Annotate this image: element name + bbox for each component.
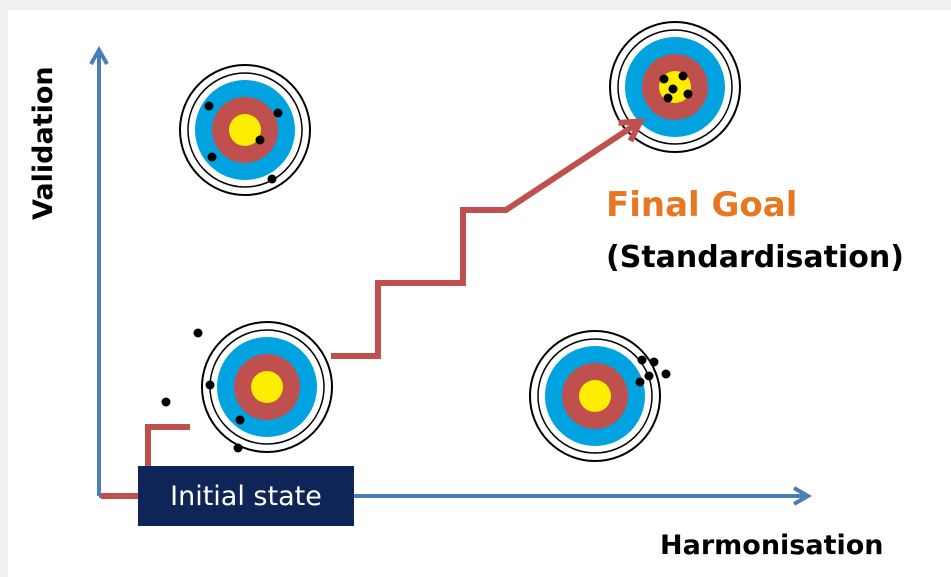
shot [683,89,693,99]
shot [207,152,217,162]
shot [235,415,245,425]
goal-subtitle: (Standardisation) [606,240,904,275]
initial-state-text: Initial state [170,480,322,512]
shot [193,328,203,338]
shot [267,174,277,184]
shot [161,397,171,407]
target-high-harmonisation-low-validation [529,330,671,462]
shot [649,357,659,367]
shot [678,71,688,81]
target-bullseye [579,380,611,412]
shot [637,355,647,365]
target-bullseye [229,114,261,146]
diagram-canvas: Validation Harmonisation Final Goal (Sta… [8,10,951,577]
progress-staircase-arrow [101,123,638,499]
shot [661,369,671,379]
target-high-harmonisation-high-validation [609,21,741,153]
shot [205,380,215,390]
shot [255,135,265,145]
y-axis-label: Validation [28,66,59,220]
goal-title: Final Goal [606,185,798,225]
shot [659,74,669,84]
target-bullseye [251,371,283,403]
shot [233,443,243,453]
shot [635,377,645,387]
target-low-harmonisation-low-validation [161,321,333,453]
initial-state-label: Initial state [138,466,354,526]
shot [644,371,654,381]
shot [204,101,214,111]
shot [668,84,678,94]
target-low-harmonisation-high-validation [179,64,311,196]
diagram-svg [89,21,813,506]
x-axis-label: Harmonisation [660,530,884,561]
shot [663,93,673,103]
shot [273,108,283,118]
